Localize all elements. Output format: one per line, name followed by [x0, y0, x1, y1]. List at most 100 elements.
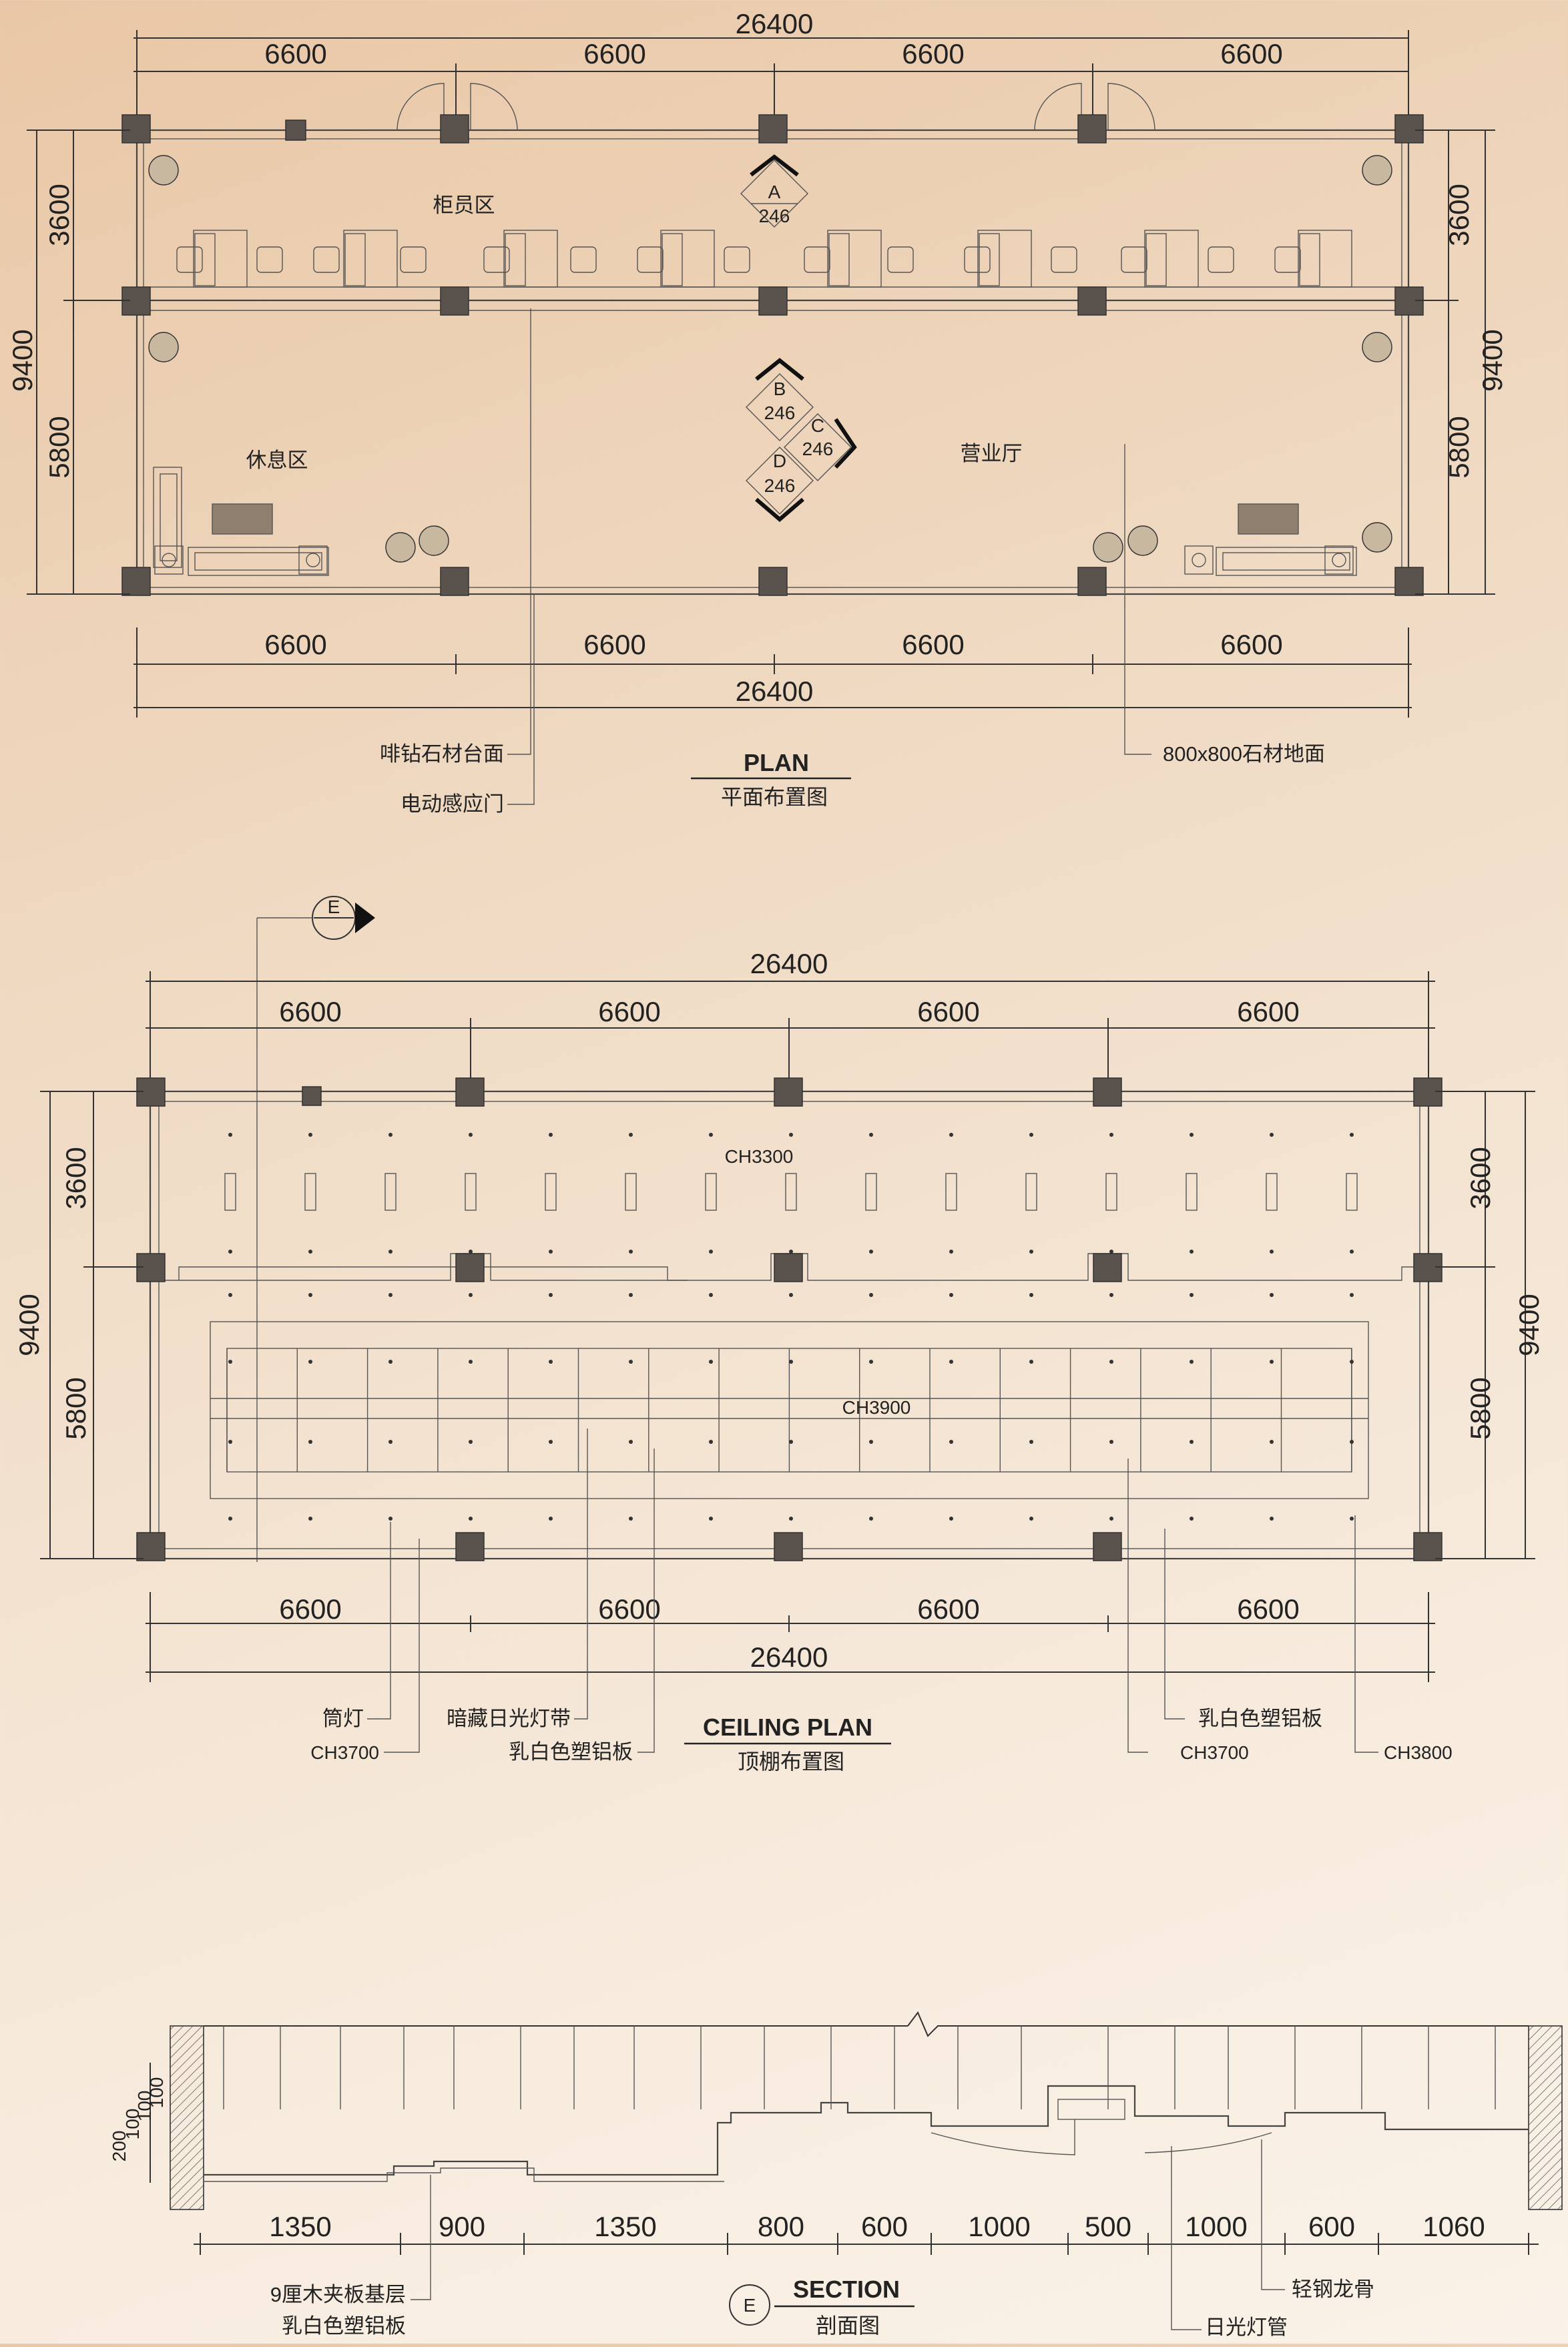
downlight-icon — [469, 1250, 473, 1254]
downlight-icon — [1109, 1293, 1113, 1297]
ceiling-dim-right-upper: 3600 — [1465, 1147, 1496, 1209]
ceiling-plan: E 26400 6600 6600 6600 6600 — [13, 896, 1545, 1774]
elevation-marker-c: C 246 — [784, 413, 857, 481]
downlight-icon — [308, 1133, 312, 1137]
plan-dim-right-lower: 5800 — [1443, 416, 1475, 478]
downlight-icon — [629, 1360, 633, 1364]
svg-text:E: E — [744, 2295, 756, 2316]
elevation-marker-d: D 246 — [746, 447, 814, 522]
chair-icon — [724, 246, 750, 273]
downlight-icon — [629, 1293, 633, 1297]
downlight-icon — [1190, 1360, 1194, 1364]
downlight-icon — [1190, 1440, 1194, 1444]
section-hdim-9: 600 — [1308, 2211, 1355, 2242]
plan-title-en: PLAN — [744, 749, 809, 776]
downlight-icon — [388, 1517, 393, 1521]
downlight-icon — [789, 1250, 793, 1254]
teller-desk — [977, 230, 1032, 288]
downlight-icon — [1270, 1517, 1274, 1521]
callout-keel: 轻钢龙骨 — [1292, 2278, 1374, 2301]
chair-icon — [637, 246, 664, 273]
chair-icon — [400, 246, 427, 273]
downlight-icon — [869, 1360, 873, 1364]
zone-label-rest: 休息区 — [246, 449, 308, 472]
downlight-icon — [1350, 1517, 1354, 1521]
chair-icon — [256, 246, 283, 273]
downlight-icon — [869, 1293, 873, 1297]
teller-desk — [1298, 230, 1352, 288]
plan-title-cn: 平面布置图 — [721, 785, 828, 809]
teller-desk — [1144, 230, 1199, 288]
chair-icon — [1121, 246, 1147, 273]
downlight-icon — [709, 1440, 713, 1444]
chair-icon — [1208, 246, 1234, 273]
downlight-icon — [1109, 1250, 1113, 1254]
light-fixture-icon — [465, 1173, 477, 1211]
callout-hidden-light: 暗藏日光灯带 — [447, 1707, 571, 1730]
plan-dim-bay-top-1: 6600 — [264, 38, 326, 69]
plan-dim-bay-bottom-3: 6600 — [902, 629, 964, 660]
downlight-icons — [224, 1133, 1358, 1521]
downlight-icon — [1109, 1440, 1113, 1444]
downlight-icon — [1109, 1360, 1113, 1364]
section-hdim-10: 1060 — [1422, 2211, 1485, 2242]
svg-text:C: C — [811, 415, 824, 436]
downlight-icon — [469, 1133, 473, 1137]
downlight-icon — [308, 1293, 312, 1297]
callout-panel-left: 乳白色塑铝板 — [509, 1740, 633, 1764]
downlight-icon — [1270, 1293, 1274, 1297]
teller-desk-panel — [662, 233, 683, 286]
svg-text:D: D — [773, 451, 786, 471]
downlight-icon — [1270, 1360, 1274, 1364]
downlight-icon — [1029, 1293, 1033, 1297]
downlight-icon — [388, 1360, 393, 1364]
section-hdim-8: 1000 — [1185, 2211, 1247, 2242]
teller-desk-panel — [1145, 233, 1167, 286]
section-title-cn: 剖面图 — [816, 2314, 880, 2338]
downlight-icon — [549, 1517, 553, 1521]
downlight-icon — [549, 1360, 553, 1364]
downlight-icon — [949, 1517, 953, 1521]
plan-dim-left-lower: 5800 — [43, 416, 75, 478]
ceiling-dim-left-total: 9400 — [13, 1294, 45, 1356]
light-fixture-icon — [1346, 1173, 1358, 1211]
downlight-icon — [709, 1360, 713, 1364]
section-vdim-1: 200 — [109, 2131, 129, 2162]
ceiling-section: 200 100 100 100 1350 900 1350 800 600 10… — [109, 2011, 1563, 2339]
ceiling-dim-right-total: 9400 — [1513, 1294, 1545, 1356]
chair-icon — [887, 246, 914, 273]
ceiling-dim-total-bottom: 26400 — [750, 1641, 828, 1673]
downlight-icon — [308, 1360, 312, 1364]
teller-desk-panel — [828, 233, 850, 286]
plan-dim-right-total: 9400 — [1477, 329, 1508, 391]
downlight-icon — [1190, 1293, 1194, 1297]
section-marker-e: E — [256, 896, 375, 1562]
light-fixture-icon — [1186, 1173, 1198, 1211]
teller-desk — [503, 230, 558, 288]
ceiling-height-upper: CH3300 — [725, 1146, 794, 1167]
chair-icon — [570, 246, 597, 273]
downlight-icon — [949, 1293, 953, 1297]
ceiling-dim-bay-bottom-1: 6600 — [279, 1593, 341, 1625]
callout-tube: 日光灯管 — [1205, 2316, 1288, 2339]
downlight-icon — [1350, 1440, 1354, 1444]
plan-dim-bay-bottom-2: 6600 — [583, 629, 645, 660]
light-fixture-icon — [384, 1173, 397, 1211]
downlight-icon — [1350, 1250, 1354, 1254]
downlight-icon — [789, 1517, 793, 1521]
svg-text:246: 246 — [802, 439, 834, 459]
plan-dim-total-bottom: 26400 — [736, 676, 814, 707]
downlight-icon — [709, 1133, 713, 1137]
section-hdim-1: 1350 — [269, 2211, 331, 2242]
downlight-icon — [228, 1440, 232, 1444]
downlight-icon — [388, 1440, 393, 1444]
downlight-icon — [869, 1517, 873, 1521]
section-hdim-4: 800 — [758, 2211, 804, 2242]
downlight-icon — [789, 1133, 793, 1137]
downlight-icon — [949, 1440, 953, 1444]
teller-desk-panel — [1299, 233, 1320, 286]
light-fixture-icon — [785, 1173, 797, 1211]
callout-plywood: 9厘木夹板基层 — [270, 2283, 406, 2306]
plan-dim-bay-bottom-1: 6600 — [264, 629, 326, 660]
